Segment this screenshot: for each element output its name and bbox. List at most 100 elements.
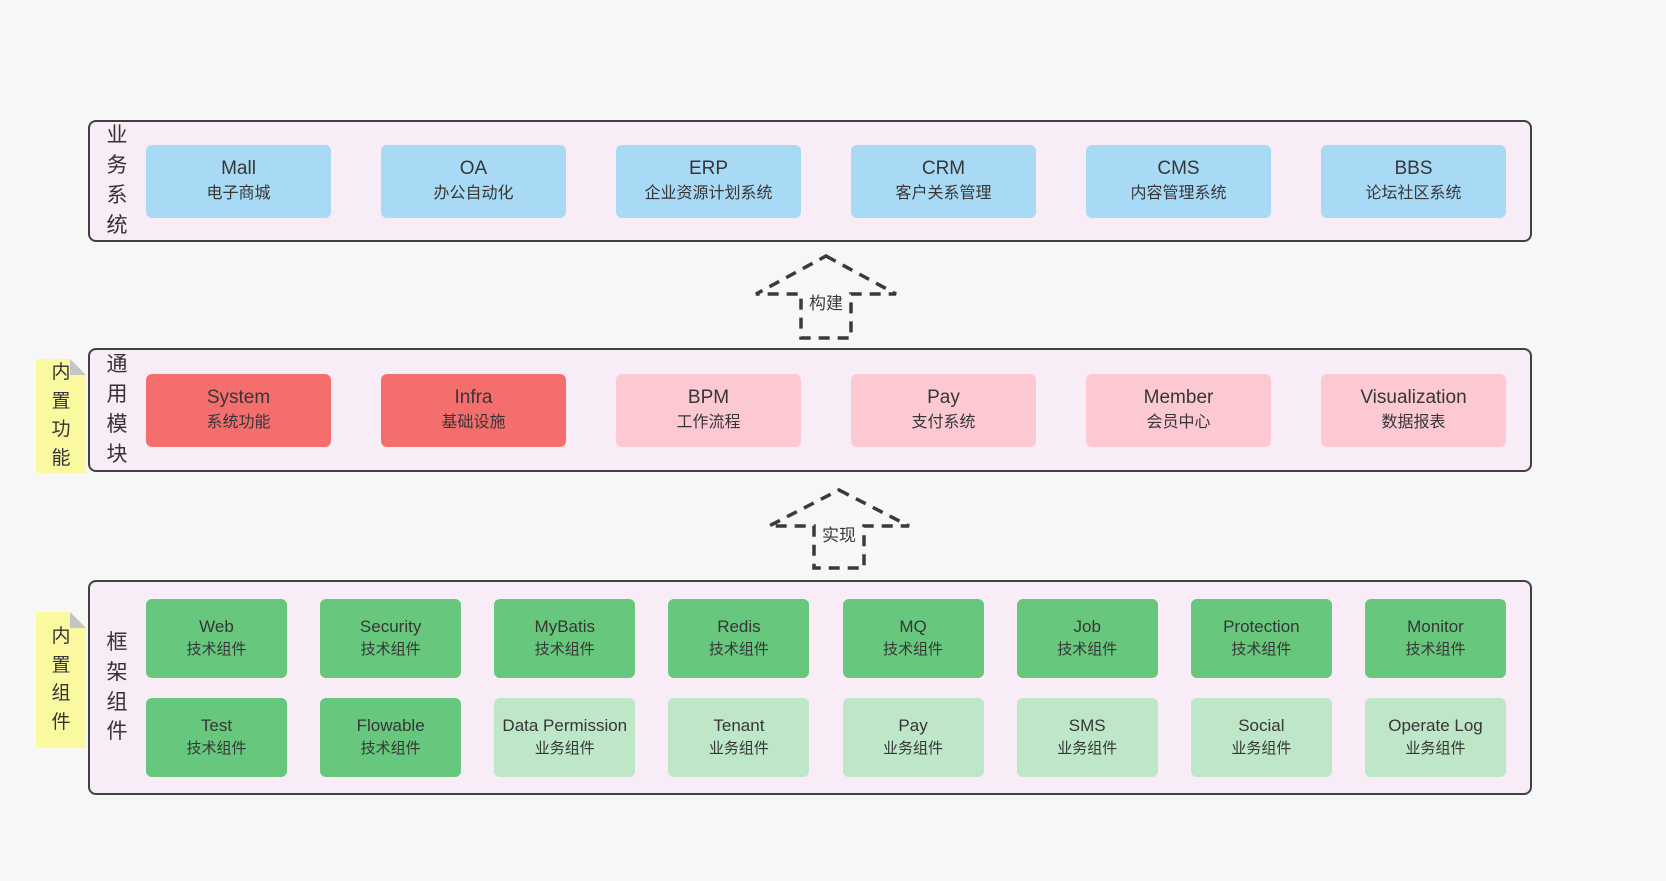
box-flowable: Flowable 技术组件 [320,697,462,777]
box-subtitle: 技术组件 [708,640,769,658]
box-pay-component: Pay 业务组件 [842,697,984,777]
box-operate-log: Operate Log 业务组件 [1364,697,1506,777]
box-pay: Pay 支付系统 [851,373,1036,447]
box-subtitle: 业务组件 [534,739,595,757]
box-subtitle: 业务组件 [1405,739,1466,757]
box-bpm: BPM 工作流程 [616,373,801,447]
box-subtitle: 业务组件 [1231,739,1292,757]
box-tenant: Tenant 业务组件 [668,697,810,777]
box-title: Redis [717,616,761,636]
box-subtitle: 技术组件 [1405,640,1466,658]
section-business-label-text: 业务系统 [106,124,128,237]
implement-arrow-icon: 实现 [768,488,910,570]
box-visualization: Visualization 数据报表 [1321,373,1506,447]
box-subtitle: 技术组件 [534,640,595,658]
box-title: OA [459,157,488,179]
box-security: Security 技术组件 [320,598,462,678]
box-social: Social 业务组件 [1190,697,1332,777]
box-mybatis: MyBatis 技术组件 [494,598,636,678]
box-test: Test 技术组件 [146,697,287,777]
sticky-tab-builtin-components: 内置组件 [36,612,86,748]
box-title: Job [1073,616,1101,636]
box-title: Operate Log [1388,715,1483,735]
box-title: CRM [921,157,966,179]
build-arrow-icon: 构建 [755,254,897,340]
box-subtitle: 技术组件 [186,739,247,757]
box-title: Monitor [1407,616,1464,636]
box-infra: Infra 基础设施 [381,373,566,447]
box-title: Tenant [713,715,765,735]
box-crm: CRM 客户关系管理 [851,144,1036,218]
box-subtitle: 数据报表 [1381,414,1446,432]
box-title: Test [200,715,233,735]
box-subtitle: 技术组件 [1057,640,1118,658]
box-sms: SMS 业务组件 [1016,697,1158,777]
box-data-permission: Data Permission 业务组件 [494,697,636,777]
box-title: Data Permission [502,715,628,735]
box-subtitle: 技术组件 [186,640,247,658]
box-subtitle: 系统功能 [206,414,271,432]
box-subtitle: 企业资源计划系统 [644,185,773,203]
box-subtitle: 基础设施 [441,414,506,432]
box-subtitle: 业务组件 [883,739,944,757]
box-subtitle: 技术组件 [360,640,421,658]
box-title: MyBatis [534,616,596,636]
build-arrow-label: 构建 [809,294,843,313]
box-title: MQ [899,616,927,636]
box-cms: CMS 内容管理系统 [1086,144,1271,218]
box-title: ERP [688,157,729,179]
box-title: CMS [1157,157,1200,179]
framework-row-2: Test 技术组件 Flowable 技术组件 Data Permission … [146,697,1506,777]
section-framework-components: 框架组件 Web 技术组件 Security 技术组件 MyBatis 技术组件… [88,580,1532,795]
section-modules-label-text: 通用模块 [106,353,128,466]
business-boxes: Mall 电子商城 OA 办公自动化 ERP 企业资源计划系统 CRM 客户关系… [144,122,1530,240]
box-erp: ERP 企业资源计划系统 [616,144,801,218]
box-job: Job 技术组件 [1016,598,1158,678]
box-title: Visualization [1360,386,1467,408]
box-subtitle: 技术组件 [1231,640,1292,658]
box-bbs: BBS 论坛社区系统 [1321,144,1506,218]
module-boxes: System 系统功能 Infra 基础设施 BPM 工作流程 Pay 支付系统… [144,350,1530,470]
box-system: System 系统功能 [146,373,331,447]
section-business-systems: 业务系统 Mall 电子商城 OA 办公自动化 ERP 企业资源计划系统 CRM… [88,120,1532,242]
section-framework-label-text: 框架组件 [106,630,128,744]
sticky-tab-text: 内置组件 [51,626,71,733]
box-monitor: Monitor 技术组件 [1364,598,1506,678]
section-modules-label: 通用模块 [90,350,144,470]
box-web: Web 技术组件 [146,598,287,678]
section-framework-label: 框架组件 [90,582,144,793]
box-subtitle: 内容管理系统 [1130,185,1227,203]
framework-row-1: Web 技术组件 Security 技术组件 MyBatis 技术组件 Redi… [146,598,1506,678]
box-title: Protection [1223,616,1300,636]
framework-boxes: Web 技术组件 Security 技术组件 MyBatis 技术组件 Redi… [144,582,1530,793]
sticky-tab-builtin-features: 内置功能 [36,359,86,473]
box-title: Pay [898,715,928,735]
box-subtitle: 工作流程 [676,414,741,432]
box-title: Flowable [356,715,425,735]
box-title: BPM [687,386,730,408]
box-member: Member 会员中心 [1086,373,1271,447]
box-title: BBS [1394,157,1433,179]
box-title: Web [199,616,234,636]
box-subtitle: 论坛社区系统 [1365,185,1462,203]
section-business-label: 业务系统 [90,122,144,240]
box-subtitle: 客户关系管理 [895,185,992,203]
section-common-modules: 通用模块 System 系统功能 Infra 基础设施 BPM 工作流程 Pay… [88,348,1532,472]
box-oa: OA 办公自动化 [381,144,566,218]
box-title: Social [1238,715,1285,735]
box-subtitle: 技术组件 [883,640,944,658]
box-title: Member [1143,386,1214,408]
box-mall: Mall 电子商城 [146,144,331,218]
box-redis: Redis 技术组件 [668,598,810,678]
box-mq: MQ 技术组件 [842,598,984,678]
box-title: Pay [927,386,960,408]
box-subtitle: 电子商城 [206,185,271,203]
box-title: Security [359,616,422,636]
box-protection: Protection 技术组件 [1190,598,1332,678]
box-title: Infra [454,386,493,408]
implement-arrow-label: 实现 [822,526,856,545]
box-title: System [206,386,271,408]
box-title: SMS [1068,715,1106,735]
box-subtitle: 办公自动化 [433,185,514,203]
